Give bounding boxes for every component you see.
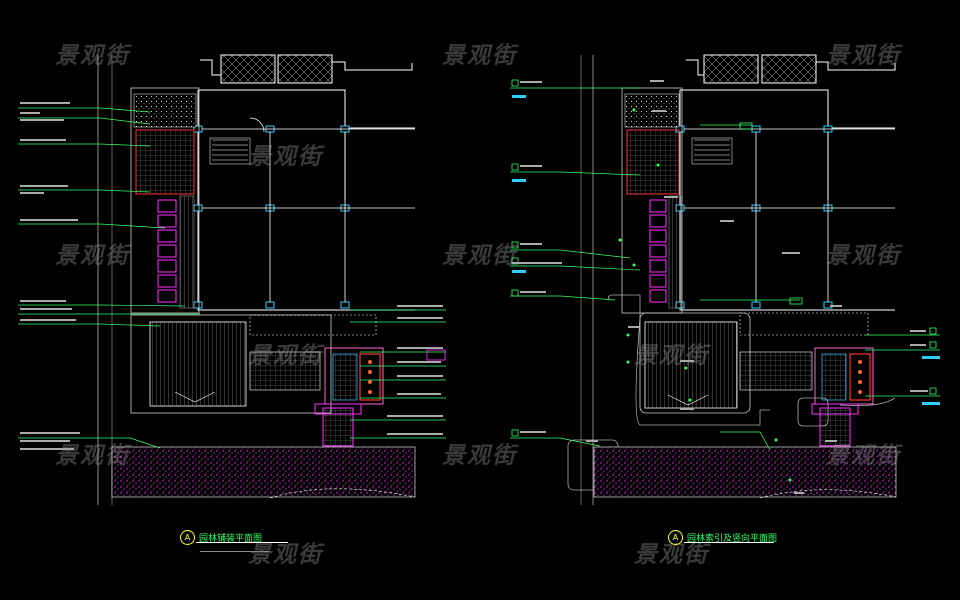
terrace-deck [149,321,247,407]
boundary-outline [608,294,770,426]
stepping-stones [649,199,667,303]
right-leaders [350,309,446,439]
terrace-outline [130,314,332,414]
elevation-text [586,80,842,494]
building-outline [197,89,415,311]
curb-line [839,397,896,407]
drawing-title-left: A 园林铺装平面图 [180,526,262,548]
feature-lamps [858,360,862,394]
terrace-grid [739,351,813,391]
drawing-title-right: A 园林索引及竖向平面图 [668,526,777,548]
terrace-cross [174,391,216,403]
drawing-title-text: 园林索引及竖向平面图 [687,533,778,544]
title-underline [196,542,288,543]
entry-step [314,403,362,415]
left-leader-text [20,102,80,450]
terrace-grid [249,351,321,391]
top-roof-box-2 [761,54,817,84]
left-plan [18,54,446,505]
legend-block [426,349,446,361]
gravel-band [593,446,897,498]
terrace-dash [739,312,869,336]
left-leaders [18,107,200,449]
feature-red-box [849,353,871,401]
garden-strip [130,87,200,314]
columns [193,125,350,309]
top-walls [686,59,896,76]
hedge-strip [179,195,195,309]
interior-walls [202,128,415,302]
right-plan [510,54,940,505]
feature-red-box [359,353,381,401]
stair [691,137,733,165]
terrace-dash [249,314,377,336]
feature-pool [332,353,358,401]
index-leaders [510,87,940,451]
gravel-band [111,446,416,498]
entry-step [811,403,859,415]
deck-area-upper [626,129,680,195]
drawing-badge: A [668,529,683,545]
terrace-deck [644,321,738,409]
building-outline [679,89,895,311]
interior-walls [684,128,895,302]
deck-area-upper [135,129,195,195]
lawn-area [133,93,197,128]
title-underline [684,542,774,543]
top-roof-box [703,54,759,84]
feature-lamps [368,360,372,394]
top-roof-box [220,54,276,84]
index-tag-text [512,81,940,433]
top-roof-box-2 [277,54,333,84]
elevation-markers [618,108,792,482]
road-curve [759,489,897,499]
top-walls [200,59,413,76]
stair [209,137,251,165]
drawing-title-text: 园林铺装平面图 [199,533,263,544]
road-curve [269,488,416,499]
terrace-cross [667,394,709,406]
door-arc [249,117,265,133]
columns [675,125,833,309]
title-note-line [200,551,270,552]
index-tags [511,79,937,437]
feature-pool [821,353,847,401]
drawing-badge: A [180,529,195,545]
hedge-strip [668,195,682,309]
right-leader-text [387,305,443,435]
stepping-stones [157,199,177,303]
